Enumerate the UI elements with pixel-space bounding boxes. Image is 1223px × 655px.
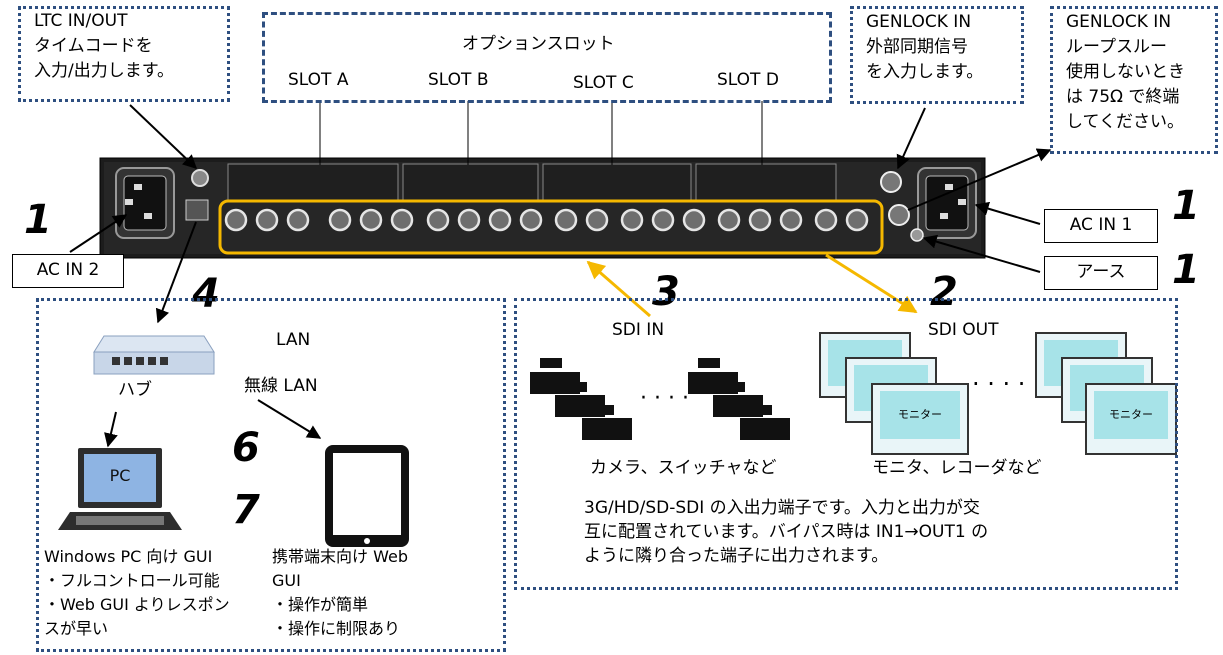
slot-d-label: SLOT D — [717, 70, 779, 90]
number-sdi-out: 2 — [930, 269, 958, 315]
option-slot-callout — [262, 12, 832, 103]
pc-desc-line-1: Windows PC 向け GUI — [44, 547, 213, 566]
slot-c-plate — [542, 163, 692, 203]
genlock-loop-line-5: してください。 — [1066, 112, 1184, 132]
option-slot-title: オプションスロット — [462, 34, 615, 54]
camera-group-right-icon — [688, 358, 790, 440]
monitors-label: モニタ、レコーダなど — [872, 458, 1042, 478]
earth-terminal — [910, 228, 924, 242]
monitor-label-right: モニター — [1109, 408, 1153, 421]
mobile-desc-line-4: ・操作に制限あり — [272, 619, 401, 638]
monitor-label-left: モニター — [898, 408, 942, 421]
number-lan: 4 — [192, 271, 220, 317]
lan-port — [185, 199, 209, 221]
monitor-group-right-icon — [1035, 332, 1177, 455]
ltc-connector — [191, 169, 209, 187]
pc-desc-line-3: ・Web GUI よりレスポン — [44, 595, 230, 614]
genlock-loop-line-1: GENLOCK IN — [1066, 12, 1172, 32]
genlock-loop-connector — [888, 204, 910, 226]
earth-label: アース — [1044, 256, 1158, 290]
pc-desc-line-2: ・フルコントロール可能 — [44, 571, 220, 590]
ltc-line-1: LTC IN/OUT — [34, 11, 128, 31]
monitor-group-left-icon — [819, 332, 969, 455]
sdi-desc-line-1: 3G/HD/SD-SDI の入出力端子です。入力と出力が交 — [584, 498, 980, 518]
hub-label: ハブ — [118, 380, 152, 400]
genlock-loop-line-3: 使用しないとき — [1066, 62, 1185, 82]
sdi-highlight — [218, 199, 884, 255]
sdi-out-label: SDI OUT — [928, 320, 999, 340]
genlock-in-connector — [880, 171, 902, 193]
number-ac-in-2: 1 — [24, 197, 52, 243]
genlock-in-line-3: を入力します。 — [866, 62, 984, 82]
number-ac-in-1: 1 — [1172, 183, 1200, 229]
number-earth: 1 — [1172, 247, 1200, 293]
genlock-loop-line-2: ループスルー — [1066, 37, 1167, 57]
number-sdi-in: 3 — [652, 269, 680, 315]
mobile-desc-line-1: 携帯端末向け Web — [272, 547, 408, 566]
slot-d-plate — [695, 163, 837, 203]
cameras-label: カメラ、スイッチャなど — [590, 458, 777, 478]
genlock-loop-callout — [1050, 6, 1218, 154]
wireless-lan-label: 無線 LAN — [244, 376, 318, 396]
camera-group-left-icon — [530, 358, 632, 440]
pc-screen-label: PC — [109, 466, 131, 485]
ac-in-2-socket — [115, 167, 175, 239]
sdi-desc-line-3: ように隣り合った端子に出力されます。 — [584, 546, 889, 566]
slot-b-plate — [402, 163, 539, 203]
mobile-desc-line-2: GUI — [272, 571, 301, 590]
ltc-line-3: 入力/出力します。 — [34, 61, 175, 81]
genlock-in-line-1: GENLOCK IN — [866, 12, 972, 32]
slot-c-label: SLOT C — [573, 73, 634, 93]
slot-a-plate — [227, 163, 399, 203]
pc-icon — [58, 448, 182, 530]
ltc-line-2: タイムコードを — [34, 36, 153, 56]
hub-icon — [93, 335, 215, 375]
sdi-connector-row — [224, 208, 869, 232]
ac-in-1-label: AC IN 1 — [1044, 209, 1158, 243]
genlock-in-callout — [850, 6, 1024, 104]
number-pc-gui: 7 — [232, 487, 260, 533]
svg-text:· · · ·: · · · · — [972, 370, 1025, 398]
tablet-icon — [325, 445, 409, 547]
slot-a-label: SLOT A — [288, 70, 349, 90]
svg-text:· · · ·: · · · · — [640, 386, 689, 411]
genlock-in-line-2: 外部同期信号 — [866, 37, 968, 57]
lan-label: LAN — [276, 330, 311, 350]
device-rear-panel — [99, 157, 986, 259]
pc-desc-line-4: スが早い — [44, 619, 109, 638]
sdi-panel — [514, 298, 1178, 590]
ac-in-2-label: AC IN 2 — [12, 254, 124, 288]
sdi-in-label: SDI IN — [612, 320, 665, 340]
ltc-callout — [18, 6, 230, 102]
number-web-gui: 6 — [232, 425, 260, 471]
genlock-loop-line-4: は 75Ω で終端 — [1066, 87, 1180, 107]
mobile-desc-line-3: ・操作が簡単 — [272, 595, 369, 614]
slot-b-label: SLOT B — [428, 70, 489, 90]
sdi-desc-line-2: 互に配置されています。バイパス時は IN1→OUT1 の — [584, 522, 989, 542]
lan-panel — [36, 298, 506, 652]
